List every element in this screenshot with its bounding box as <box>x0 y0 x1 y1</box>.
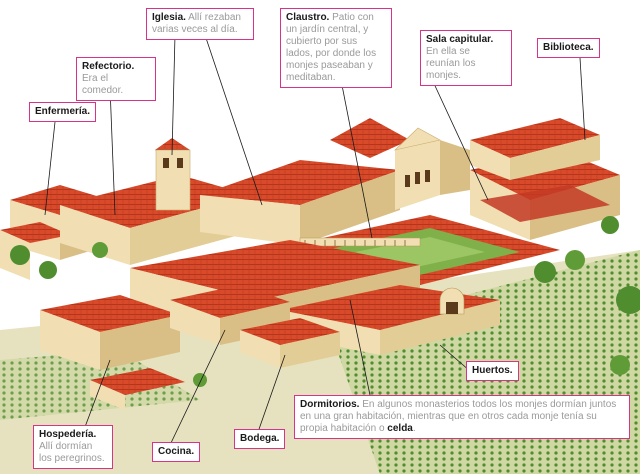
label-dormitorios-end: . <box>412 423 416 434</box>
label-dormitorios-bold-tail: celda <box>387 423 413 434</box>
leader-lines <box>44 34 586 446</box>
biblioteca-building <box>470 118 600 180</box>
iglesia-building <box>200 118 470 245</box>
label-cocina: Cocina. <box>152 442 201 462</box>
label-dormitorios: Dormitorios. En algunos monasterios todo… <box>294 395 630 439</box>
label-sala-title: Sala capitular. <box>426 34 494 45</box>
label-hospederia: Hospedería. Allí dormían los peregrinos. <box>33 425 113 469</box>
label-claustro-text: Patio con un jardín central, y cubierto … <box>286 12 377 83</box>
label-dormitorios-title: Dormitorios. <box>300 399 360 410</box>
label-sala-text: En ella se reunían los monjes. <box>426 46 476 81</box>
label-enfermeria-title: Enfermería. <box>35 106 91 117</box>
label-refectorio-title: Refectorio. <box>82 61 135 72</box>
label-bodega-title: Bodega. <box>240 433 280 444</box>
label-sala-capitular: Sala capitular. En ella se reunían los m… <box>420 30 512 86</box>
label-huertos: Huertos. <box>466 361 519 381</box>
label-hospederia-title: Hospedería. <box>39 429 97 440</box>
label-huertos-title: Huertos. <box>472 365 513 376</box>
label-enfermeria: Enfermería. <box>29 102 97 122</box>
bodega-building <box>240 318 340 368</box>
label-iglesia-text: Allí rezaban varias veces al día. <box>152 12 241 35</box>
label-claustro: Claustro. Patio con un jardín central, y… <box>280 8 392 88</box>
label-biblioteca: Biblioteca. <box>537 38 600 58</box>
label-cocina-title: Cocina. <box>158 446 195 457</box>
label-bodega: Bodega. <box>234 429 286 449</box>
label-claustro-title: Claustro. <box>286 12 330 23</box>
label-biblioteca-title: Biblioteca. <box>543 42 594 53</box>
label-iglesia: Iglesia. Allí rezaban varias veces al dí… <box>146 8 254 40</box>
label-refectorio: Refectorio. Era el comedor. <box>76 57 156 101</box>
hospederia-building <box>40 295 185 410</box>
label-hospederia-text: Allí dormían los peregrinos. <box>39 441 105 464</box>
cocina-building <box>170 285 290 345</box>
label-iglesia-title: Iglesia. <box>152 12 186 23</box>
label-refectorio-text: Era el comedor. <box>82 73 124 96</box>
label-dormitorios-text: En algunos monasterios todos los monjes … <box>300 399 617 434</box>
